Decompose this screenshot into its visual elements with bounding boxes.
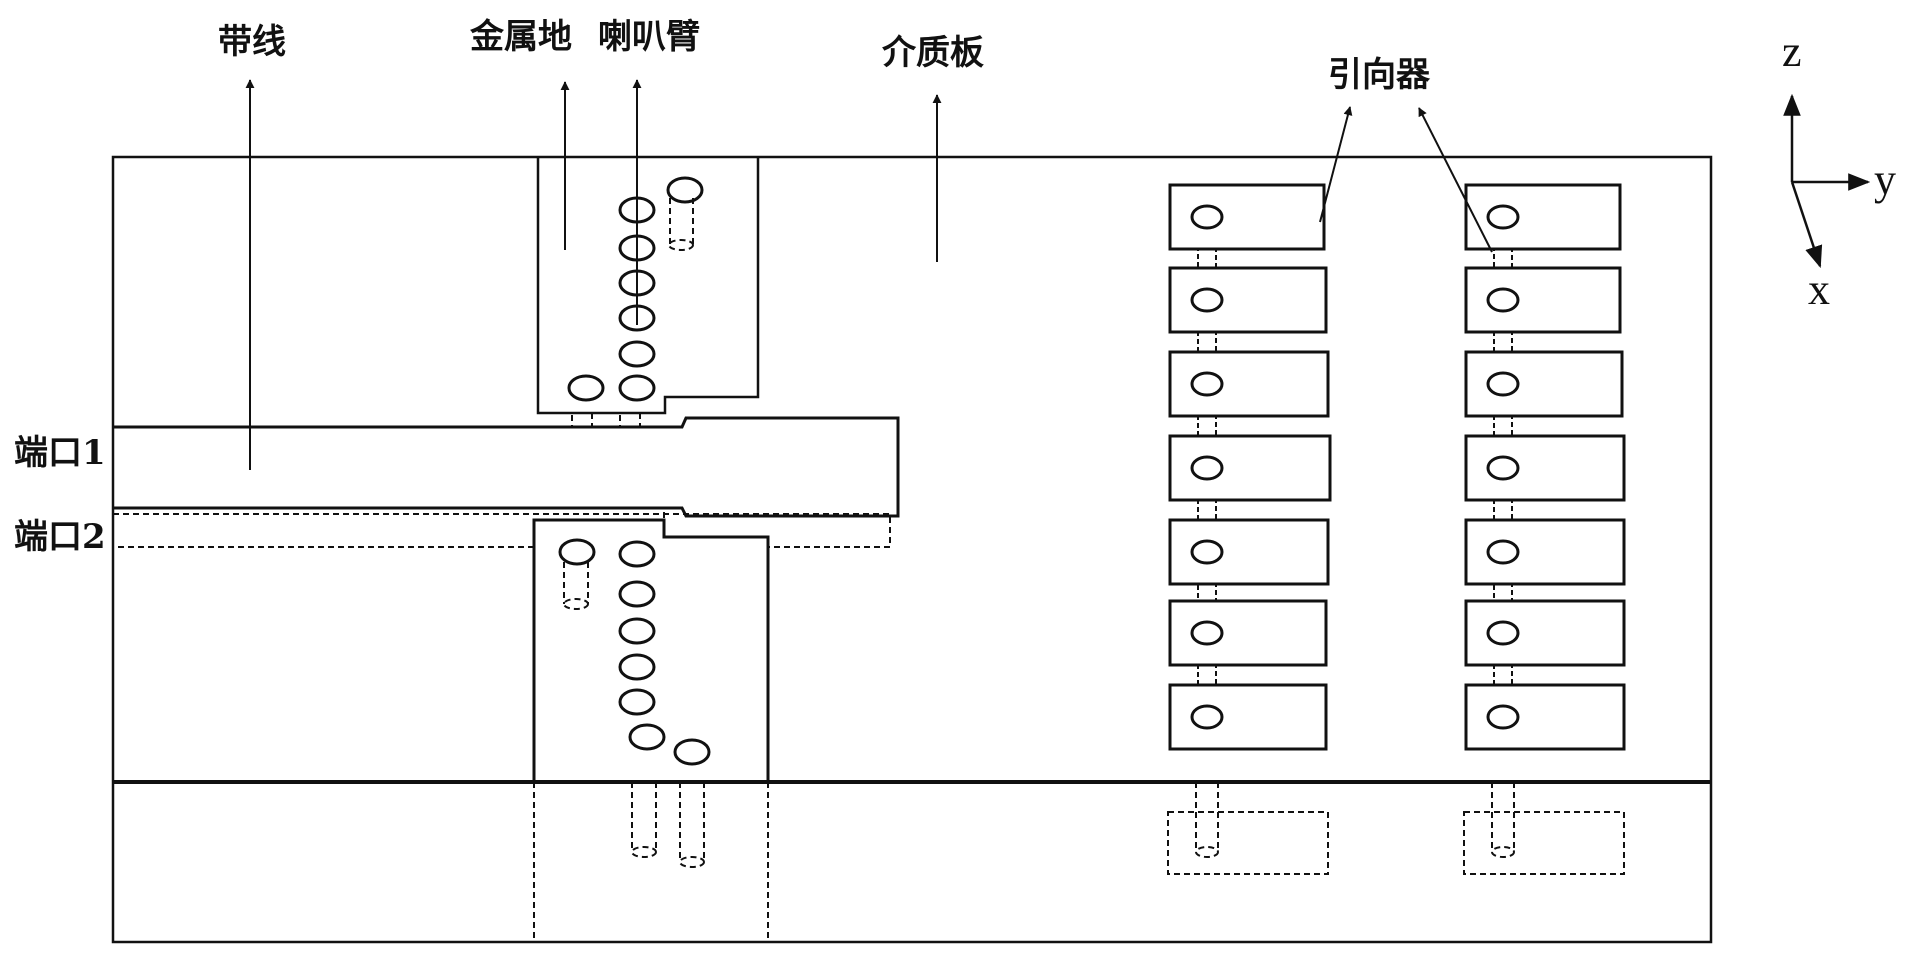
director-link-hidden xyxy=(1493,331,1513,353)
via-cylinder-bottom xyxy=(631,846,657,858)
director-link-hidden xyxy=(1493,499,1513,521)
director-link-hidden xyxy=(1493,583,1513,602)
via-cylinder-hidden xyxy=(1491,782,1515,852)
horn-arm-label: 喇叭臂 xyxy=(598,17,700,57)
director-link-hidden xyxy=(1493,664,1513,686)
director-via xyxy=(1486,204,1520,230)
director-link-hidden xyxy=(1197,583,1217,602)
director-via xyxy=(1486,620,1520,646)
director-via xyxy=(1486,371,1520,397)
director-strip xyxy=(1168,599,1328,667)
director-link-hidden xyxy=(1197,415,1217,437)
via-cylinder-bottom xyxy=(679,856,705,868)
via-hole xyxy=(618,688,656,716)
via-hole xyxy=(618,580,656,608)
director-strip xyxy=(1464,350,1624,418)
via-hole xyxy=(618,617,656,645)
via-hidden xyxy=(619,412,641,428)
via-cylinder-hidden xyxy=(563,562,589,604)
director-link-hidden xyxy=(1493,248,1513,269)
director-via xyxy=(1486,287,1520,313)
via-hole xyxy=(618,340,656,368)
director-strip xyxy=(1168,683,1328,751)
director-via xyxy=(1190,204,1224,230)
z-axis-label: z xyxy=(1782,27,1802,76)
director-strip xyxy=(1168,350,1330,418)
via-cylinder-hidden xyxy=(669,198,694,245)
director-via xyxy=(1486,539,1520,565)
upper-ground-plane xyxy=(536,157,760,415)
via-cylinder-bottom xyxy=(1491,846,1515,858)
director-bottom-patch xyxy=(1167,811,1329,875)
director-link-hidden xyxy=(1197,499,1217,521)
director-via xyxy=(1190,371,1224,397)
director-pointer-arrow xyxy=(1319,106,1353,223)
via-hole xyxy=(618,540,656,568)
ground-label: 金属地 xyxy=(470,17,572,57)
via-hole xyxy=(666,176,704,204)
director-strip xyxy=(1168,183,1326,251)
director-strip xyxy=(1464,599,1626,667)
director-via xyxy=(1486,455,1520,481)
director-link-hidden xyxy=(1197,331,1217,353)
via-cylinder-bottom xyxy=(563,598,589,610)
substrate-outline xyxy=(111,155,1713,944)
port1-label: 端口1 xyxy=(14,433,106,473)
via-hole xyxy=(673,738,711,766)
via-hole xyxy=(618,374,656,402)
director-label: 引向器 xyxy=(1328,55,1430,95)
director-via xyxy=(1190,620,1224,646)
director-strip xyxy=(1464,683,1626,751)
director-strip xyxy=(1168,518,1330,586)
stripline-conductor xyxy=(113,416,900,518)
x-axis-label: x xyxy=(1808,265,1830,314)
director-link-hidden xyxy=(1197,248,1217,269)
director-strip xyxy=(1168,434,1332,502)
director-pointer-arrow xyxy=(1418,107,1493,253)
via-hole xyxy=(558,538,596,566)
via-hole xyxy=(628,723,666,751)
director-via xyxy=(1190,704,1224,730)
director-link-hidden xyxy=(1493,415,1513,437)
via-hole xyxy=(567,374,605,402)
via-cylinder-hidden xyxy=(1195,782,1219,852)
via-hidden xyxy=(571,412,593,428)
lower-ground-plane xyxy=(532,518,770,782)
director-strip xyxy=(1464,266,1622,334)
director-bottom-patch xyxy=(1463,811,1625,875)
director-strip xyxy=(1464,434,1626,502)
y-axis-label: y xyxy=(1874,155,1896,204)
port2-label: 端口2 xyxy=(14,517,106,557)
via-cylinder-hidden xyxy=(631,782,657,852)
director-via xyxy=(1190,455,1224,481)
lower-stripline-hidden xyxy=(113,513,891,548)
via-cylinder-bottom xyxy=(1195,846,1219,858)
director-via xyxy=(1486,704,1520,730)
director-via xyxy=(1190,287,1224,313)
via-cylinder-hidden xyxy=(679,782,705,862)
x-axis xyxy=(1790,181,1823,269)
director-strip xyxy=(1464,183,1622,251)
via-cylinder-bottom xyxy=(668,239,694,251)
director-link-hidden xyxy=(1197,664,1217,686)
director-strip xyxy=(1464,518,1626,586)
director-via xyxy=(1190,539,1224,565)
substrate-label: 介质板 xyxy=(882,33,984,73)
lower-ground-hidden xyxy=(533,782,769,942)
stripline-label: 带线 xyxy=(218,22,286,62)
via-hole xyxy=(618,653,656,681)
director-strip xyxy=(1168,266,1328,334)
